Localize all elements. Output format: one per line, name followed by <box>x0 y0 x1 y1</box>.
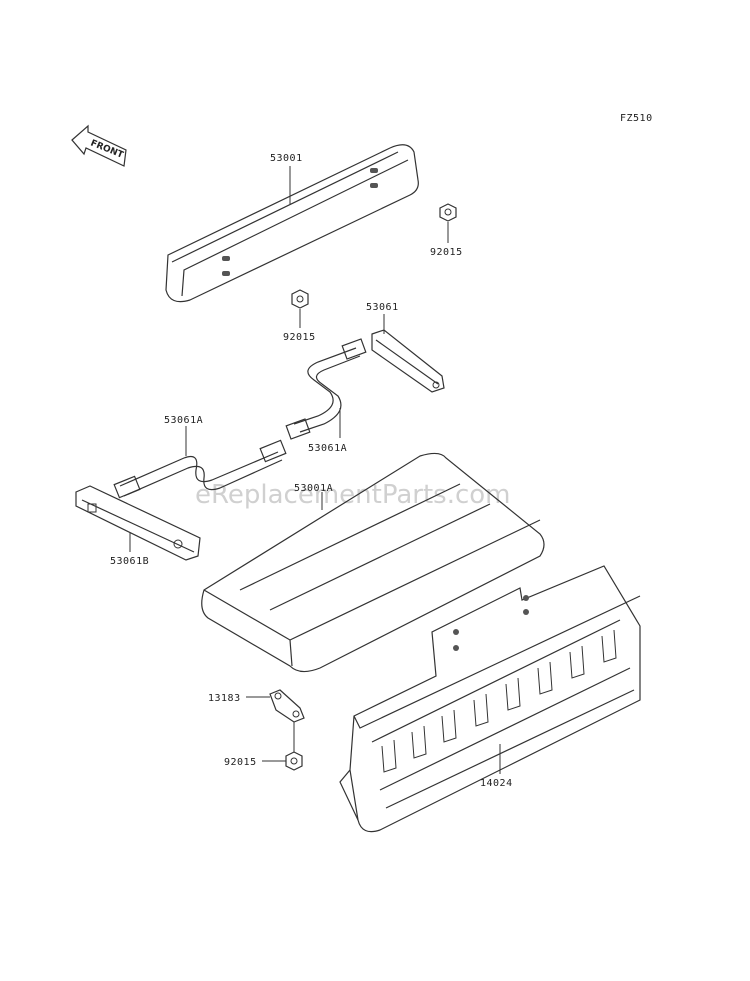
part-14024-frame <box>339 565 641 833</box>
part-13183-clamp <box>269 689 305 723</box>
part-53061A-right-strap <box>285 338 367 440</box>
label-92015-bottom: 92015 <box>224 757 257 768</box>
label-14024: 14024 <box>480 778 513 789</box>
label-53061B: 53061B <box>110 556 149 567</box>
part-53061-bracket <box>371 329 445 393</box>
label-53061A-left: 53061A <box>164 415 203 426</box>
label-92015-mid: 92015 <box>283 332 316 343</box>
part-92015-mid-nut <box>291 289 309 309</box>
label-53001A: 53001A <box>294 483 333 494</box>
part-53001A-seat-pad <box>201 452 545 673</box>
label-92015-top: 92015 <box>430 247 463 258</box>
part-53061B-bracket <box>75 485 201 561</box>
watermark-text: eReplacementParts.com <box>195 480 511 510</box>
figure-code: FZ510 <box>620 113 653 124</box>
part-53001-pad <box>165 144 419 303</box>
front-arrow-icon: FRONT <box>71 124 127 167</box>
part-92015-bottom-nut <box>285 722 303 771</box>
part-53061A-left-strap <box>113 439 287 499</box>
label-53061A-right: 53061A <box>308 443 347 454</box>
label-53061: 53061 <box>366 302 399 313</box>
label-53001: 53001 <box>270 153 303 164</box>
part-92015-top-nut <box>439 203 457 222</box>
label-13183: 13183 <box>208 693 241 704</box>
